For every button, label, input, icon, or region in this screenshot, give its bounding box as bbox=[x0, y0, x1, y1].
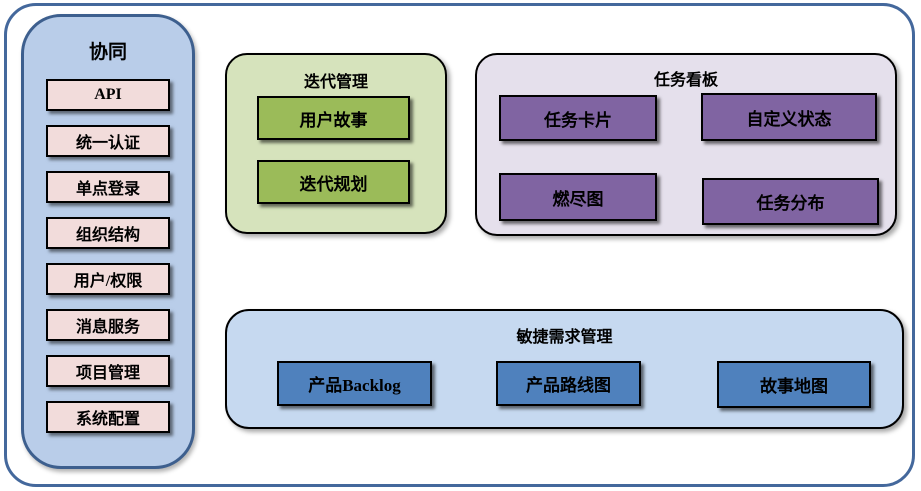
task-kanban-title: 任务看板 bbox=[653, 72, 718, 89]
sidebar-item-api: API bbox=[46, 79, 170, 111]
sidebar-item-user-permission: 用户/权限 bbox=[46, 263, 170, 295]
sidebar-item-message-service: 消息服务 bbox=[46, 309, 170, 341]
agile-requirements-title: 敏捷需求管理 bbox=[516, 329, 613, 346]
sidebar-item-project-management: 项目管理 bbox=[46, 355, 170, 387]
iteration-management-panel: 迭代管理 用户故事 迭代规划 bbox=[225, 53, 447, 234]
agile-requirements-panel: 敏捷需求管理 产品Backlog 产品路线图 故事地图 bbox=[225, 309, 904, 429]
iteration-management-title: 迭代管理 bbox=[303, 74, 368, 91]
box-product-roadmap: 产品路线图 bbox=[496, 361, 641, 406]
sidebar-item-unified-auth: 统一认证 bbox=[46, 125, 170, 157]
diagram-frame: 协同 API 统一认证 单点登录 组织结构 用户/权限 消息服务 项目管理 系统… bbox=[4, 3, 915, 487]
box-user-story: 用户故事 bbox=[257, 96, 410, 140]
box-custom-status: 自定义状态 bbox=[701, 93, 877, 141]
collaboration-panel: 协同 API 统一认证 单点登录 组织结构 用户/权限 消息服务 项目管理 系统… bbox=[21, 14, 195, 469]
box-burndown-chart: 燃尽图 bbox=[499, 173, 657, 221]
sidebar-item-org-structure: 组织结构 bbox=[46, 217, 170, 249]
box-iteration-planning: 迭代规划 bbox=[257, 160, 410, 204]
box-task-card: 任务卡片 bbox=[499, 95, 657, 141]
collaboration-panel-title: 协同 bbox=[88, 42, 127, 63]
task-kanban-panel: 任务看板 任务卡片 自定义状态 燃尽图 任务分布 bbox=[475, 53, 897, 236]
collaboration-item-list: API 统一认证 单点登录 组织结构 用户/权限 消息服务 项目管理 系统配置 bbox=[24, 79, 192, 433]
box-task-distribution: 任务分布 bbox=[702, 178, 879, 225]
sidebar-item-system-config: 系统配置 bbox=[46, 401, 170, 433]
box-product-backlog: 产品Backlog bbox=[277, 361, 432, 406]
box-story-map: 故事地图 bbox=[717, 361, 871, 408]
sidebar-item-sso: 单点登录 bbox=[46, 171, 170, 203]
